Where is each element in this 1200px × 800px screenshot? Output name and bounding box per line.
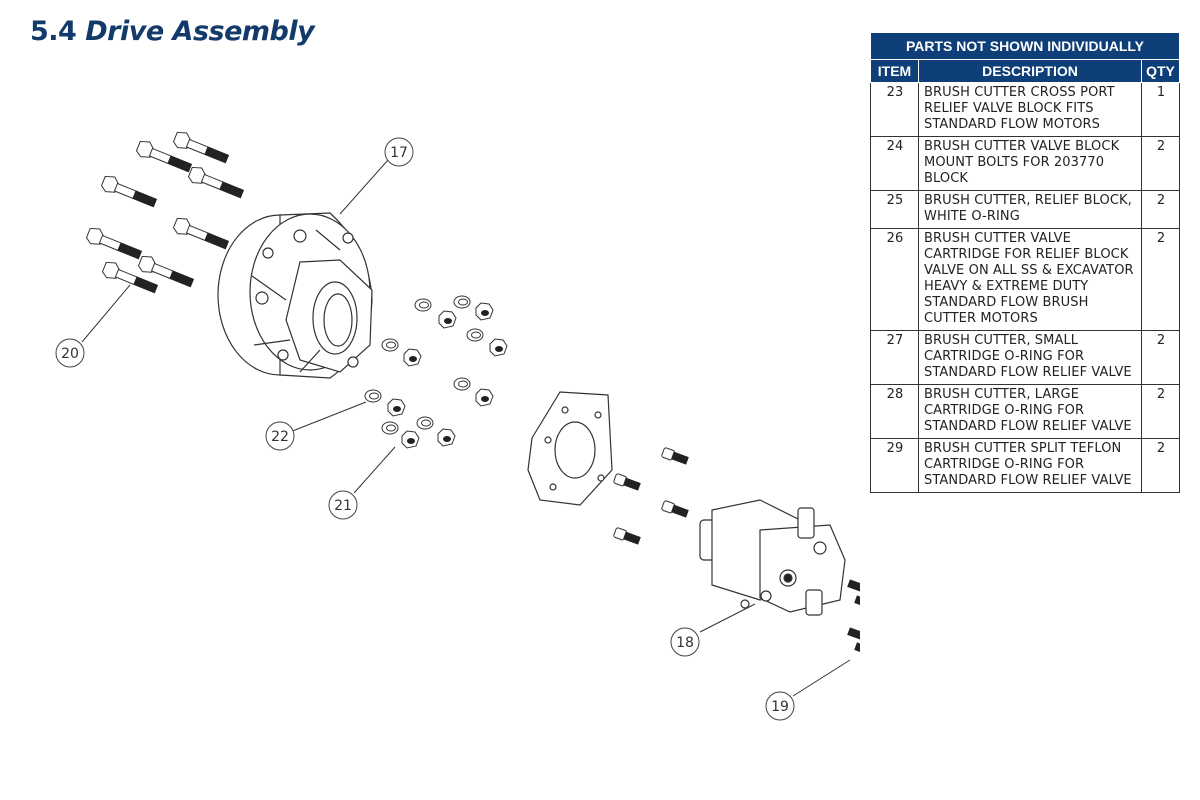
callout-21: 21 bbox=[328, 490, 358, 520]
adapter-plate bbox=[527, 391, 613, 506]
item-description: BRUSH CUTTER, SMALL CARTRIDGE O-RING FOR… bbox=[918, 330, 1142, 385]
item-qty: 2 bbox=[1141, 136, 1180, 191]
table-row: 25 BRUSH CUTTER, RELIEF BLOCK, WHITE O-R… bbox=[870, 190, 1180, 229]
item-number: 28 bbox=[870, 384, 919, 439]
svg-text:22: 22 bbox=[271, 429, 289, 445]
item-description: BRUSH CUTTER VALVE CARTRIDGE FOR RELIEF … bbox=[918, 228, 1142, 331]
item-qty: 1 bbox=[1141, 82, 1180, 137]
item-number: 27 bbox=[870, 330, 919, 385]
column-header-qty: QTY bbox=[1141, 59, 1180, 83]
table-row: 26 BRUSH CUTTER VALVE CARTRIDGE FOR RELI… bbox=[870, 228, 1180, 331]
motor-18 bbox=[699, 499, 846, 616]
item-description: BRUSH CUTTER SPLIT TEFLON CARTRIDGE O-RI… bbox=[918, 438, 1142, 493]
table-row: 28 BRUSH CUTTER, LARGE CARTRIDGE O-RING … bbox=[870, 384, 1180, 439]
item-description: BRUSH CUTTER, LARGE CARTRIDGE O-RING FOR… bbox=[918, 384, 1142, 439]
column-header-item: ITEM bbox=[870, 59, 919, 83]
exploded-drawing: 17 20 22 21 18 19 bbox=[55, 129, 860, 721]
section-title: 5.4 Drive Assembly bbox=[30, 16, 315, 47]
item-number: 29 bbox=[870, 438, 919, 493]
item-number: 23 bbox=[870, 82, 919, 137]
section-number: 5.4 bbox=[30, 16, 77, 47]
table-row: 23 BRUSH CUTTER CROSS PORT RELIEF VALVE … bbox=[870, 82, 1180, 137]
callout-19: 19 bbox=[765, 691, 795, 721]
svg-text:20: 20 bbox=[61, 346, 79, 362]
callout-17: 17 bbox=[384, 137, 414, 167]
svg-text:21: 21 bbox=[334, 498, 352, 514]
fastener-group bbox=[364, 295, 508, 449]
item-qty: 2 bbox=[1141, 330, 1180, 385]
table-row: 27 BRUSH CUTTER, SMALL CARTRIDGE O-RING … bbox=[870, 330, 1180, 385]
svg-text:19: 19 bbox=[771, 699, 789, 715]
table-row: 29 BRUSH CUTTER SPLIT TEFLON CARTRIDGE O… bbox=[870, 438, 1180, 493]
item-qty: 2 bbox=[1141, 190, 1180, 229]
column-header-description: DESCRIPTION bbox=[918, 59, 1142, 83]
leader-lines bbox=[81, 159, 851, 697]
item-qty: 2 bbox=[1141, 384, 1180, 439]
hub-17 bbox=[217, 212, 373, 379]
callout-22: 22 bbox=[265, 421, 295, 451]
item-number: 25 bbox=[870, 190, 919, 229]
svg-text:17: 17 bbox=[390, 145, 408, 161]
callout-18: 18 bbox=[670, 627, 700, 657]
item-number: 24 bbox=[870, 136, 919, 191]
item-description: BRUSH CUTTER CROSS PORT RELIEF VALVE BLO… bbox=[918, 82, 1142, 137]
table-row: 24 BRUSH CUTTER VALVE BLOCK MOUNT BOLTS … bbox=[870, 136, 1180, 191]
item-description: BRUSH CUTTER, RELIEF BLOCK, WHITE O-RING bbox=[918, 190, 1142, 229]
parts-table-caption: PARTS NOT SHOWN INDIVIDUALLY bbox=[870, 32, 1180, 60]
section-title-text: Drive Assembly bbox=[85, 16, 315, 47]
item-number: 26 bbox=[870, 228, 919, 331]
item-qty: 2 bbox=[1141, 228, 1180, 331]
parts-table: PARTS NOT SHOWN INDIVIDUALLY ITEM DESCRI… bbox=[870, 32, 1180, 493]
callout-20: 20 bbox=[55, 338, 85, 368]
item-qty: 2 bbox=[1141, 438, 1180, 493]
item-description: BRUSH CUTTER VALVE BLOCK MOUNT BOLTS FOR… bbox=[918, 136, 1142, 191]
svg-text:18: 18 bbox=[676, 635, 694, 651]
